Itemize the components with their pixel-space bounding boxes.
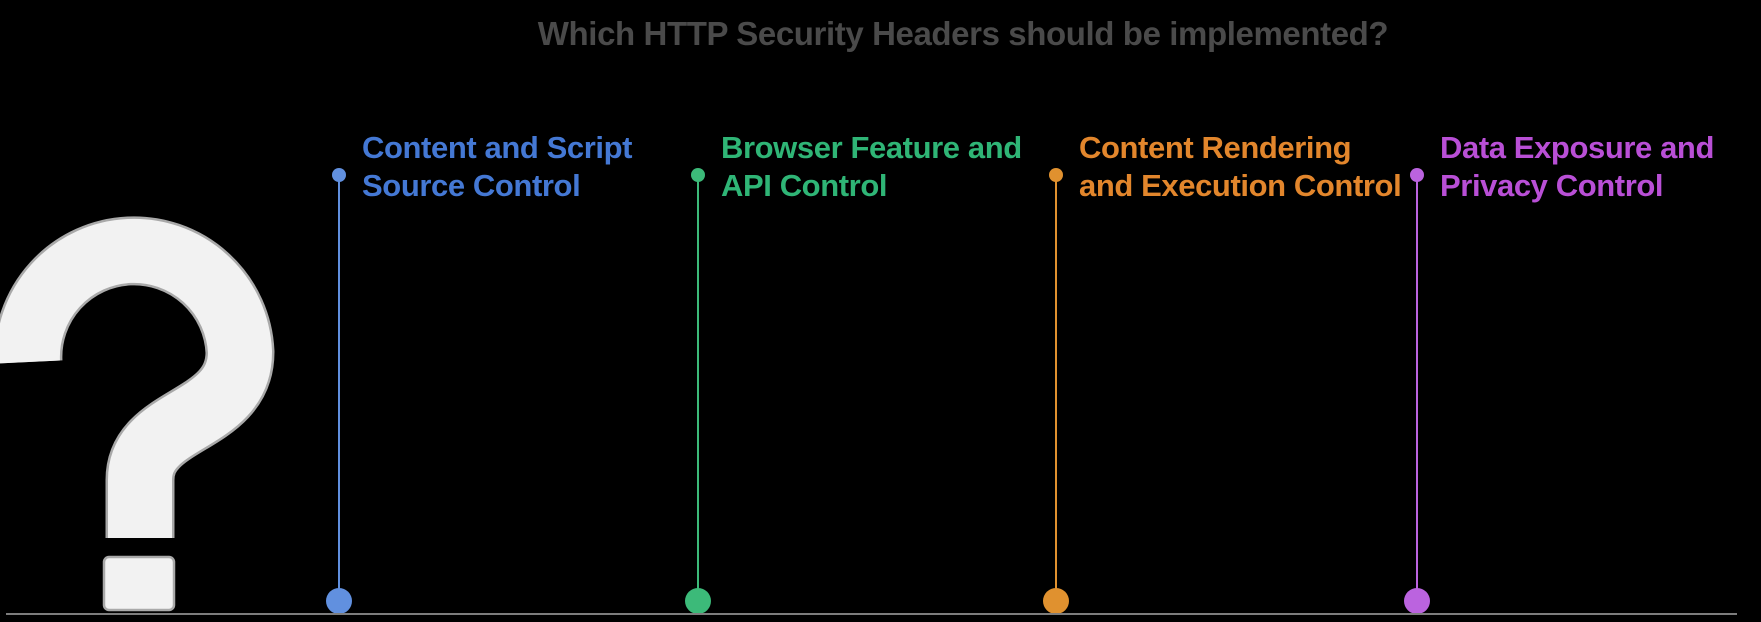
timeline-dot-top <box>1049 168 1063 182</box>
column-heading: Content and Script Source Control <box>362 129 632 205</box>
timeline-line <box>696 175 700 601</box>
timeline-line <box>1054 175 1058 601</box>
timeline-dot-top <box>691 168 705 182</box>
column-heading-line2: Privacy Control <box>1440 168 1664 203</box>
timeline-dot-bottom <box>685 588 711 614</box>
timeline-dot-top <box>1410 168 1424 182</box>
column-heading-line1: Browser Feature and <box>721 130 1022 165</box>
timeline-dot-top <box>332 168 346 182</box>
column-heading-line2: API Control <box>721 168 888 203</box>
timeline-dot-bottom <box>326 588 352 614</box>
timeline-dot-bottom <box>1404 588 1430 614</box>
question-mark-dot <box>102 555 176 612</box>
column-heading: Browser Feature and API Control <box>721 129 1022 205</box>
baseline-rule <box>6 613 1737 615</box>
timeline-line <box>337 175 341 601</box>
timeline-dot-bottom <box>1043 588 1069 614</box>
question-mark-outline <box>0 216 275 538</box>
column-heading-line2: and Execution Control <box>1079 168 1402 203</box>
page-title: Which HTTP Security Headers should be im… <box>537 15 1389 52</box>
column-heading: Content Rendering and Execution Control <box>1079 129 1402 205</box>
column-heading: Data Exposure and Privacy Control <box>1440 129 1714 205</box>
column-heading-line2: Source Control <box>362 168 581 203</box>
question-mark-hook <box>0 218 273 538</box>
column-heading-line1: Content and Script <box>362 130 633 165</box>
column-heading-line1: Content Rendering <box>1079 130 1352 165</box>
timeline-line <box>1415 175 1419 601</box>
column-heading-line1: Data Exposure and <box>1440 130 1715 165</box>
